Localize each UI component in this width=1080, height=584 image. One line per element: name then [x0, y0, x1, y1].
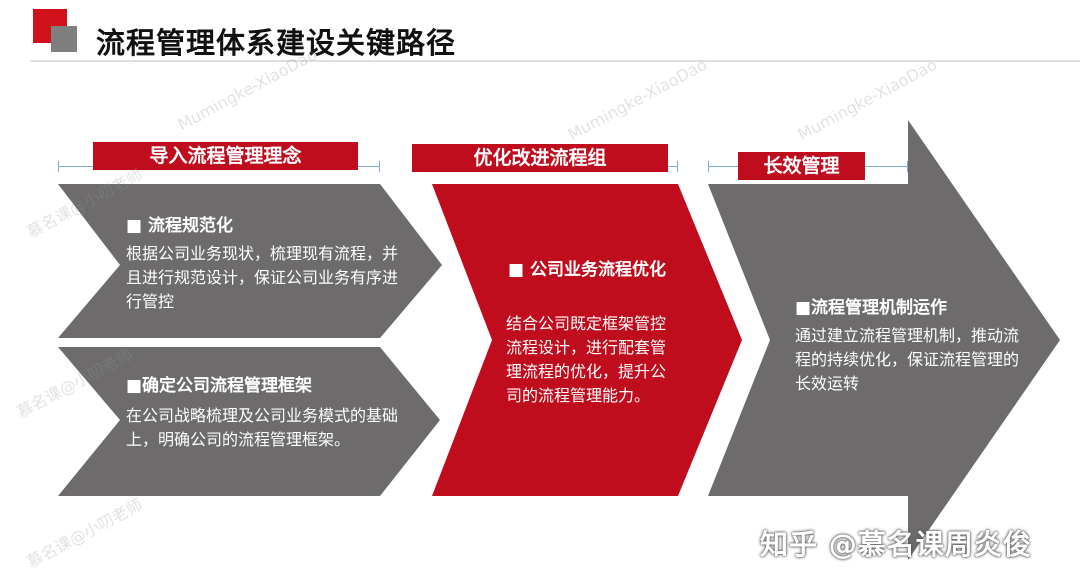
logo-gray-square	[51, 26, 77, 52]
box1-body: 根据公司业务现状，梳理现有流程，并且进行规范设计，保证公司业务有序进行管控	[126, 244, 399, 311]
page-title: 流程管理体系建设关键路径	[96, 26, 457, 60]
stage-label-2: 优化改进流程组	[412, 144, 668, 172]
box4-heading: ■流程管理机制运作	[795, 298, 948, 318]
footer-credit: 知乎 @慕名课周炎俊	[760, 528, 1032, 561]
chevron-top-left	[58, 184, 442, 338]
chevron-middle-red	[432, 184, 742, 496]
box2-body: 在公司战略梳理及公司业务模式的基础上，明确公司的流程管理框架。	[126, 406, 399, 449]
chevron-bottom-left	[58, 347, 440, 496]
arrow-right-gray	[708, 120, 1060, 560]
box2-heading: ■确定公司流程管理框架	[126, 376, 313, 396]
box3-body: 结合公司既定框架管控流程设计，进行配套管理流程的优化，提升公司的流程管理能力。	[506, 314, 667, 405]
box3-heading: ■ 公司业务流程优化	[508, 260, 666, 280]
title-divider	[30, 60, 1080, 62]
stage-label-1: 导入流程管理理念	[93, 142, 358, 170]
box4-body: 通过建立流程管理机制，推动流程的持续优化，保证流程管理的长效运转	[795, 326, 1020, 393]
stage-label-3: 长效管理	[738, 152, 865, 180]
box1-heading: ■ 流程规范化	[126, 216, 233, 236]
